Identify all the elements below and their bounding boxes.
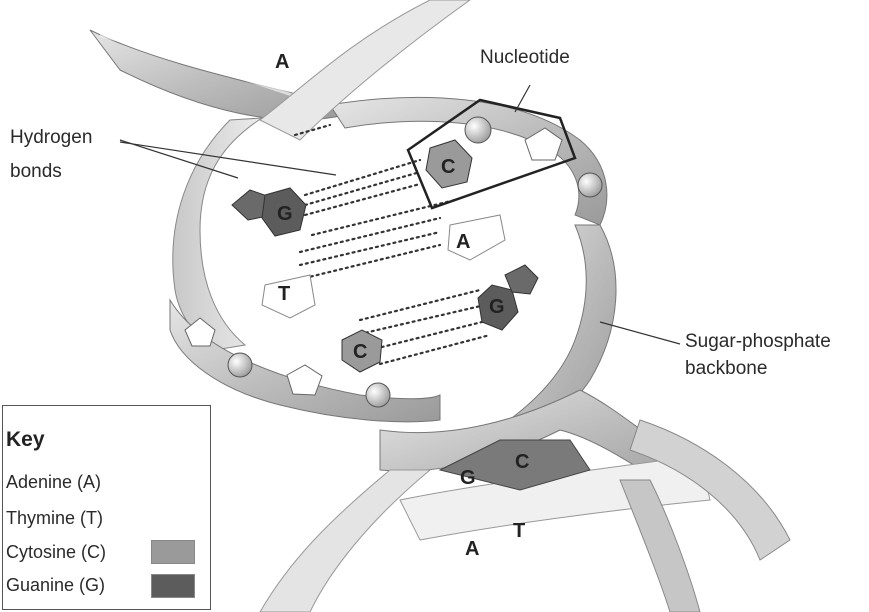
base-c-nucleotide: C (441, 156, 455, 178)
sugar-pentagon-lower-2 (287, 365, 322, 395)
key-item-guanine: Guanine (G) (6, 575, 105, 596)
key-item-adenine: Adenine (A) (6, 472, 101, 493)
base-g-right: G (489, 296, 505, 318)
base-t-mid: T (278, 283, 290, 305)
key-item-thymine: Thymine (T) (6, 508, 103, 529)
base-a-mid: A (456, 231, 470, 253)
phosphate-ball-2 (578, 173, 602, 197)
phosphate-ball-3 (228, 353, 252, 377)
phosphate-ball-1 (465, 117, 491, 143)
base-t-bottom: T (513, 520, 525, 542)
base-a-bottom: A (465, 538, 479, 560)
key-item-cytosine: Cytosine (C) (6, 542, 106, 563)
label-backbone-line1: Sugar-phosphate (685, 330, 831, 354)
base-c-lower: C (353, 341, 367, 363)
base-g-bottom: G (460, 467, 476, 489)
backbone-ribbon-left-descent (173, 118, 262, 350)
key-title: Key (6, 428, 45, 452)
base-a-top: A (275, 51, 289, 73)
label-hydrogen-bonds-line1: Hydrogen (10, 126, 92, 150)
label-nucleotide: Nucleotide (480, 46, 570, 70)
base-g-left: G (277, 203, 293, 225)
label-hydrogen-bonds-line2: bonds (10, 160, 62, 184)
key-swatch-cytosine (151, 540, 195, 564)
label-backbone-line2: backbone (685, 357, 767, 381)
base-c-bottom: C (515, 451, 529, 473)
key-swatch-guanine (151, 574, 195, 598)
phosphate-ball-4 (366, 383, 390, 407)
backbone-ribbon-bottom-b (260, 470, 430, 612)
